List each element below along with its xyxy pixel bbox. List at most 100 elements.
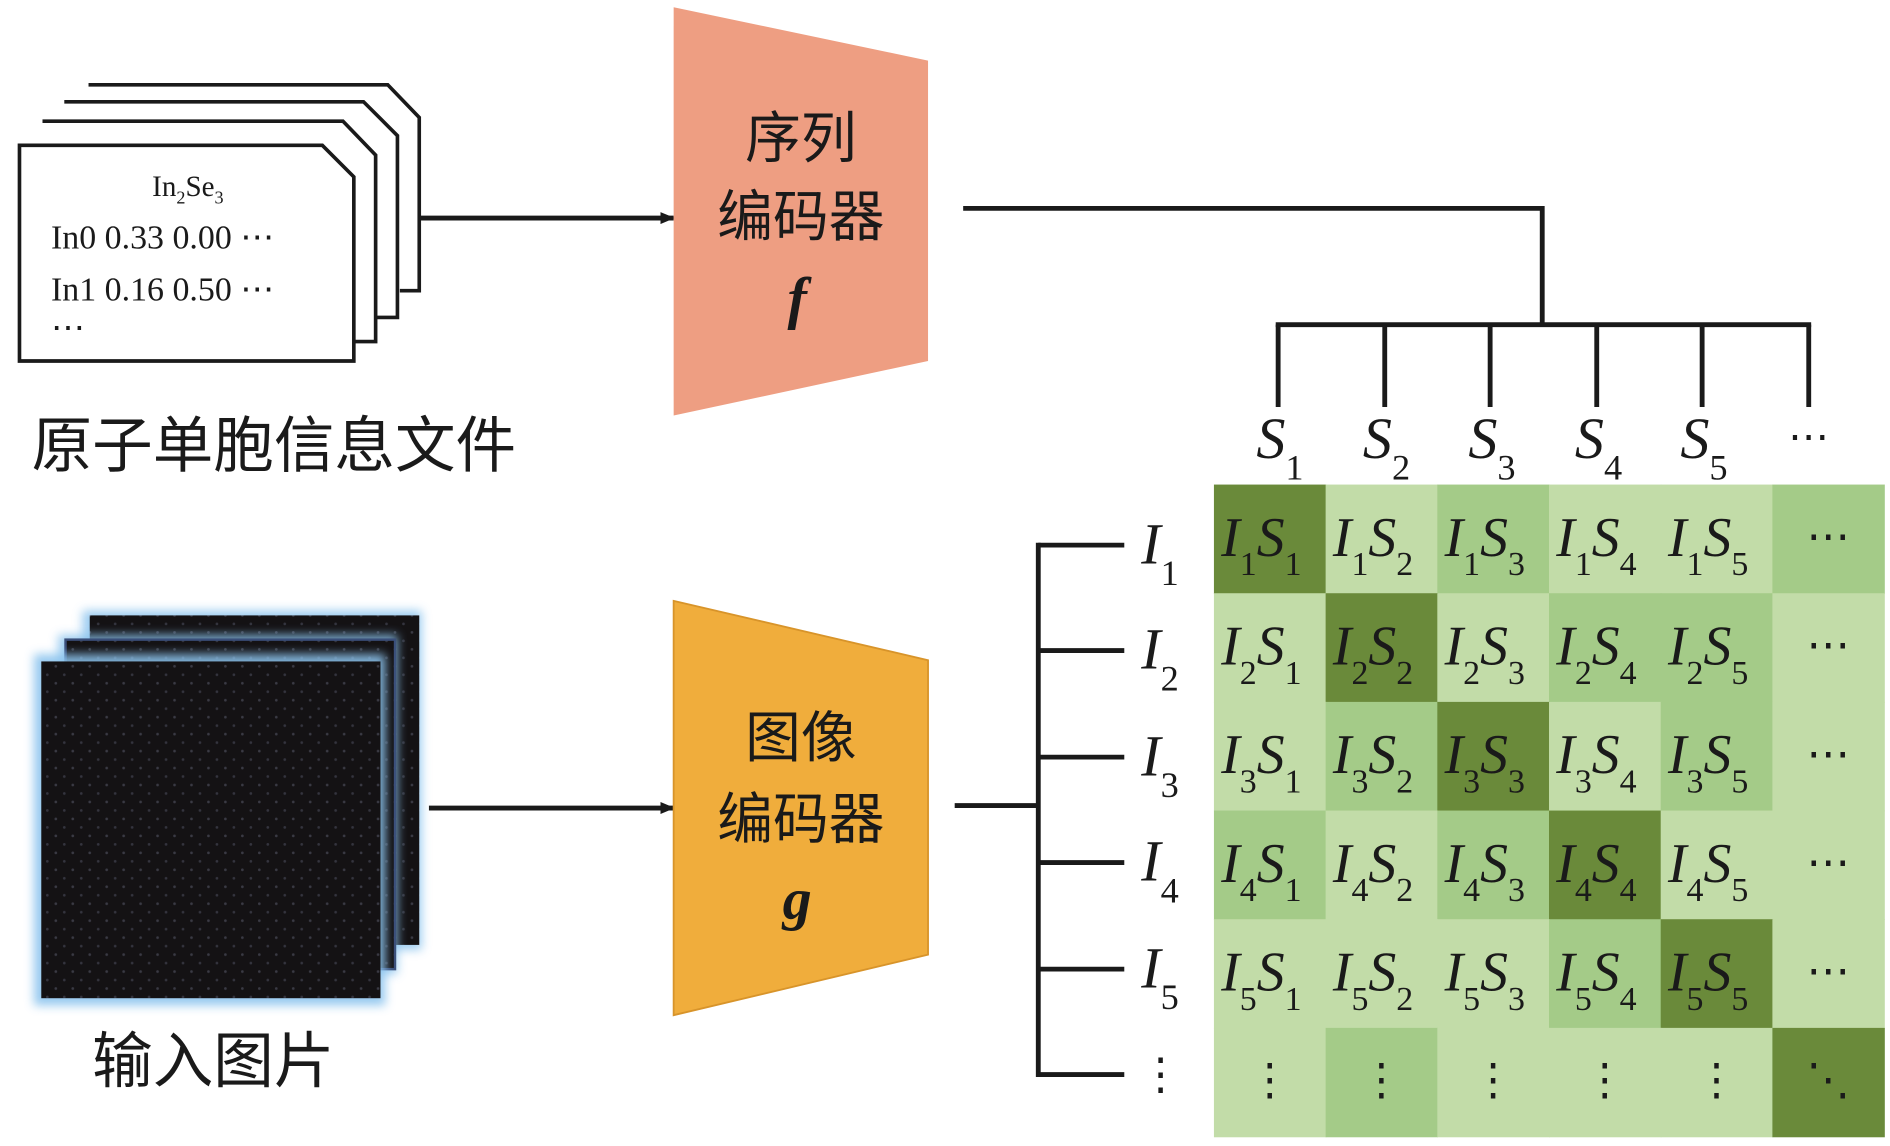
matrix-cell-r3-c4: I3S4 bbox=[1549, 701, 1662, 812]
matrix-cell-bg bbox=[1437, 484, 1550, 594]
matrix-cell-label: I2S5 bbox=[1667, 616, 1748, 692]
matrix-cell-r3-c6: ⋯ bbox=[1772, 701, 1885, 812]
matrix-row-ellipsis: ⋯ bbox=[1806, 513, 1850, 561]
matrix-cell-bg bbox=[1772, 810, 1885, 920]
matrix-cell-r5-c4: I5S4 bbox=[1549, 919, 1662, 1029]
matrix-cell-label: I1S1 bbox=[1220, 507, 1301, 583]
seq-trunk-line bbox=[963, 205, 1545, 325]
matrix-row-ellipsis: ⋯ bbox=[1806, 730, 1850, 778]
matrix-cell-r6-c2: ⋮ bbox=[1325, 1027, 1439, 1138]
matrix-cell-bg bbox=[1549, 810, 1662, 920]
matrix-cell-bg bbox=[1213, 484, 1327, 594]
matrix-cell-bg bbox=[1325, 1027, 1439, 1138]
image-label-i3: I3 bbox=[1140, 723, 1179, 805]
matrix-cell-r6-c4: ⋮ bbox=[1549, 1027, 1662, 1138]
input-image-label: 输入图片 bbox=[92, 1027, 334, 1097]
matrix-cell-r2-c3: I2S3 bbox=[1437, 593, 1550, 703]
input-image-front bbox=[41, 661, 381, 999]
image-output-tree bbox=[954, 542, 1125, 1077]
sequence-label-s1: S1 bbox=[1256, 406, 1303, 488]
matrix-cell-bg bbox=[1213, 701, 1327, 812]
matrix-cell-label: I2S2 bbox=[1332, 616, 1413, 692]
matrix-cell-label: I2S1 bbox=[1220, 616, 1301, 692]
matrix-cell-r4-c6: ⋯ bbox=[1772, 810, 1885, 920]
matrix-cell-r3-c2: I3S2 bbox=[1325, 701, 1439, 812]
matrix-cell-r2-c5: I2S5 bbox=[1660, 593, 1774, 703]
matrix-cell-bg bbox=[1325, 484, 1439, 594]
matrix-cell-r6-c1: ⋮ bbox=[1213, 1027, 1327, 1138]
image-encoder-title-2: 编码器 bbox=[717, 787, 884, 852]
matrix-cell-bg bbox=[1437, 1027, 1550, 1138]
matrix-cell-bg bbox=[1660, 484, 1774, 594]
matrix-cell-label: I1S2 bbox=[1332, 507, 1413, 583]
matrix-cell-r2-c2: I2S2 bbox=[1325, 593, 1439, 703]
image-encoder-shape bbox=[672, 599, 929, 1017]
matrix-cell-bg bbox=[1437, 593, 1550, 703]
matrix-cell-bg bbox=[1213, 1027, 1327, 1138]
matrix-cell-bg bbox=[1660, 919, 1774, 1029]
matrix-cell-r3-c5: I3S5 bbox=[1660, 701, 1774, 812]
matrix-cell-bg bbox=[1772, 919, 1885, 1029]
matrix-cell-bg bbox=[1772, 1027, 1885, 1138]
matrix-cell-label: I1S3 bbox=[1444, 507, 1525, 583]
matrix-cell-r5-c6: ⋯ bbox=[1772, 919, 1885, 1029]
matrix-cell-r6-c3: ⋮ bbox=[1437, 1027, 1550, 1138]
sequence-encoder-title-2: 编码器 bbox=[717, 185, 884, 250]
matrix-cell-label: I4S5 bbox=[1667, 833, 1748, 909]
file-card-front bbox=[17, 143, 356, 363]
sequence-encoder-title-1: 序列 bbox=[745, 106, 856, 171]
matrix-cell-label: I1S5 bbox=[1667, 507, 1748, 583]
matrix-cell-bg bbox=[1213, 593, 1327, 703]
matrix-col-ellipsis: ⋮ bbox=[1248, 1056, 1292, 1104]
matrix-cell-bg bbox=[1660, 810, 1774, 920]
matrix-cell-label: I4S3 bbox=[1444, 833, 1525, 909]
matrix-cell-bg bbox=[1660, 593, 1774, 703]
matrix-cell-bg bbox=[1325, 701, 1439, 812]
file-row-ellipsis: ⋯ bbox=[51, 310, 85, 347]
matrix-cell-label: I3S2 bbox=[1332, 724, 1413, 800]
sequence-encoder-shape bbox=[673, 7, 929, 416]
image-label-i1: I1 bbox=[1140, 511, 1179, 593]
matrix-cell-r2-c1: I2S1 bbox=[1213, 593, 1327, 703]
matrix-cell-label: I3S3 bbox=[1444, 724, 1525, 800]
matrix-cell-label: I5S5 bbox=[1667, 942, 1748, 1018]
matrix-cell-label: I4S4 bbox=[1555, 833, 1636, 909]
file-formula: In2Se3 bbox=[152, 171, 223, 207]
matrix-cell-r4-c4: I4S4 bbox=[1549, 810, 1662, 920]
matrix-cell-label: I4S2 bbox=[1332, 833, 1413, 909]
matrix-cell-label: I4S1 bbox=[1220, 833, 1301, 909]
image-label-more: ⋮ bbox=[1139, 1051, 1183, 1099]
sequence-encoder: 序列 编码器 f bbox=[673, 7, 929, 416]
image-label-i4: I4 bbox=[1140, 829, 1179, 911]
sequence-label-more: ⋯ bbox=[1788, 414, 1829, 460]
matrix-cell-r1-c5: I1S5 bbox=[1660, 484, 1774, 594]
matrix-cell-bg bbox=[1549, 701, 1662, 812]
matrix-cell-bg bbox=[1325, 810, 1439, 920]
matrix-cell-r1-c2: I1S2 bbox=[1325, 484, 1439, 594]
matrix-cell-bg bbox=[1213, 810, 1327, 920]
matrix-cell-r2-c4: I2S4 bbox=[1549, 593, 1662, 703]
matrix-cell-r4-c1: I4S1 bbox=[1213, 810, 1327, 920]
image-encoder-symbol: g bbox=[781, 866, 812, 931]
matrix-cell-bg bbox=[1549, 919, 1662, 1029]
file-row-1: In0 0.33 0.00 ⋯ bbox=[51, 219, 274, 256]
matrix-cell-label: I5S2 bbox=[1332, 942, 1413, 1018]
atomic-cell-file-stack: In2Se3 In0 0.33 0.00 ⋯ In1 0.16 0.50 ⋯ ⋯ bbox=[17, 82, 422, 363]
matrix-cell-label: I3S4 bbox=[1555, 724, 1636, 800]
file-stack-label: 原子单胞信息文件 bbox=[32, 411, 517, 481]
sequence-label-s5: S5 bbox=[1680, 406, 1727, 488]
matrix-diag-ellipsis: ⋱ bbox=[1806, 1056, 1850, 1104]
matrix-cell-label: I1S4 bbox=[1555, 507, 1636, 583]
matrix-cell-label: I5S4 bbox=[1555, 942, 1636, 1018]
sequence-output-tree bbox=[963, 205, 1812, 408]
matrix-col-ellipsis: ⋮ bbox=[1583, 1056, 1627, 1104]
matrix-cell-r6-c6: ⋱ bbox=[1772, 1027, 1885, 1138]
matrix-cell-r4-c2: I4S2 bbox=[1325, 810, 1439, 920]
sequence-label-s3: S3 bbox=[1468, 406, 1515, 488]
matrix-cell-label: I2S3 bbox=[1444, 616, 1525, 692]
matrix-cell-bg bbox=[1325, 919, 1439, 1029]
matrix-cell-bg bbox=[1549, 484, 1662, 594]
sequence-label-s4: S4 bbox=[1575, 406, 1622, 488]
